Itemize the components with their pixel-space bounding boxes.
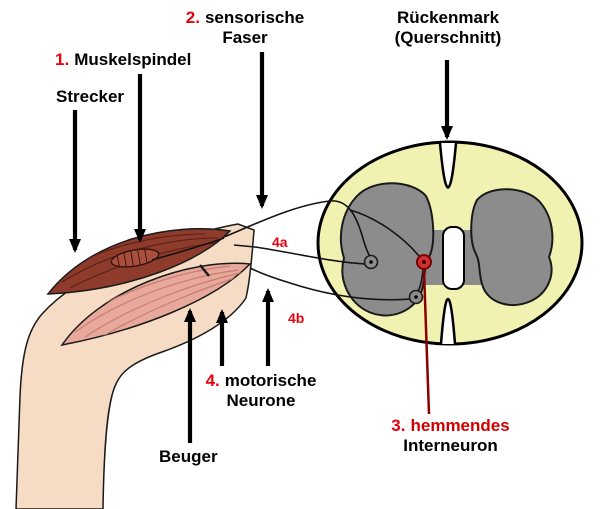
label-motorische-text: motorische	[224, 371, 317, 390]
label-hemmendes-text: hemmendes	[410, 416, 510, 435]
muscle-spindle	[110, 248, 160, 268]
label-sensorische-line2: Faser	[222, 28, 268, 47]
interneuron-pointer-line	[422, 270, 431, 415]
label-rueckenmark-line2: (Querschnitt)	[394, 28, 502, 47]
label-strecker: Strecker	[56, 87, 125, 106]
nerve-fibers	[151, 200, 424, 301]
label-sensorische-faser: 2.sensorische Faser	[170, 8, 320, 48]
sensory-fiber	[223, 200, 372, 259]
motor-fiber-4b	[249, 267, 412, 301]
label-beuger: Beuger	[159, 447, 218, 466]
label-muskelspindel-number: 1.	[55, 50, 70, 69]
label-hemmendes-number: 3.	[391, 416, 406, 435]
interneuron-to-motor-fiber	[417, 268, 424, 292]
dorsal-median-fissure	[438, 142, 458, 189]
label-fiber-4a: 4a	[272, 234, 288, 250]
motor-neuron-1	[363, 254, 379, 270]
label-sensorische-text: sensorische	[204, 8, 305, 27]
gray-matter-right-horn	[470, 188, 554, 306]
label-hemmendes-interneuron: 3.hemmendes Interneuron	[368, 416, 533, 456]
ventral-median-fissure	[439, 297, 457, 345]
label-muskelspindel-text: Muskelspindel	[74, 50, 192, 69]
label-motorische-neurone: 4.motorische Neurone	[196, 371, 326, 411]
label-sensorische-number: 2.	[185, 8, 200, 27]
label-rueckenmark: Rückenmark (Querschnitt)	[372, 8, 524, 48]
motor-neuron-2	[408, 289, 424, 305]
label-arrows	[69, 52, 453, 443]
label-rueckenmark-line1: Rückenmark	[396, 8, 500, 27]
label-muskelspindel: 1.Muskelspindel	[55, 50, 191, 70]
motor-fiber-4a	[233, 244, 367, 265]
spindle-afferent-fiber	[151, 237, 225, 261]
label-motorische-number: 4.	[205, 371, 220, 390]
flexor-tendon-mark	[199, 264, 210, 277]
label-motorische-line2: Neurone	[226, 391, 296, 410]
inhibitory-interneuron	[416, 254, 432, 270]
sensory-branch-to-interneuron	[349, 209, 420, 257]
central-canal-slot	[442, 226, 465, 290]
label-hemmendes-line2: Interneuron	[403, 436, 498, 455]
label-fiber-4b: 4b	[288, 310, 305, 326]
